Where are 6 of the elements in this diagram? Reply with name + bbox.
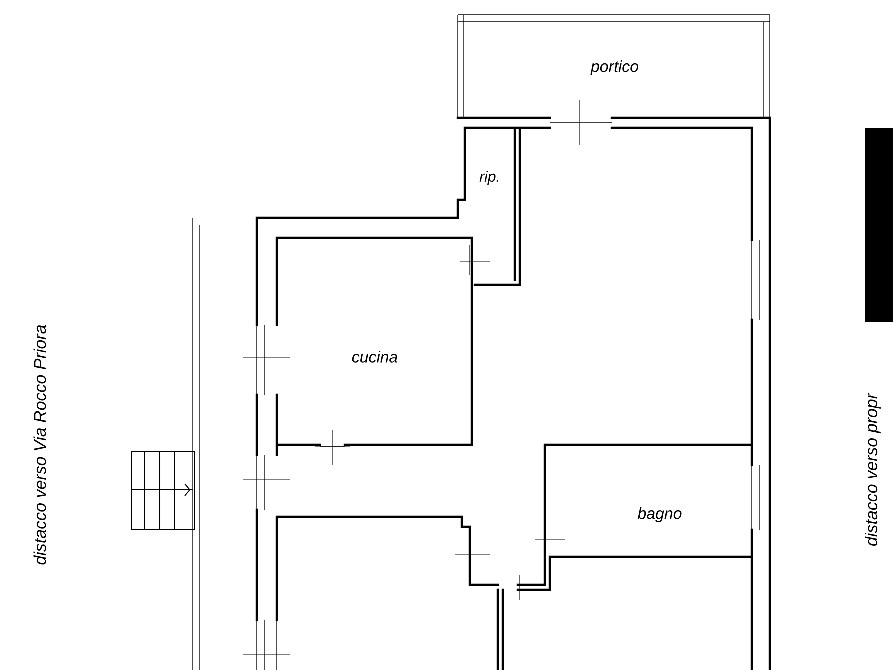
room-label: cucina [352,351,398,363]
room-label: portico [590,60,638,76]
side-note: distacco verso Via Rocco Priora [34,325,46,565]
room-label: rip. [480,171,499,185]
side-note: distacco verso propr [865,392,881,546]
room-label: bagno [638,508,682,522]
